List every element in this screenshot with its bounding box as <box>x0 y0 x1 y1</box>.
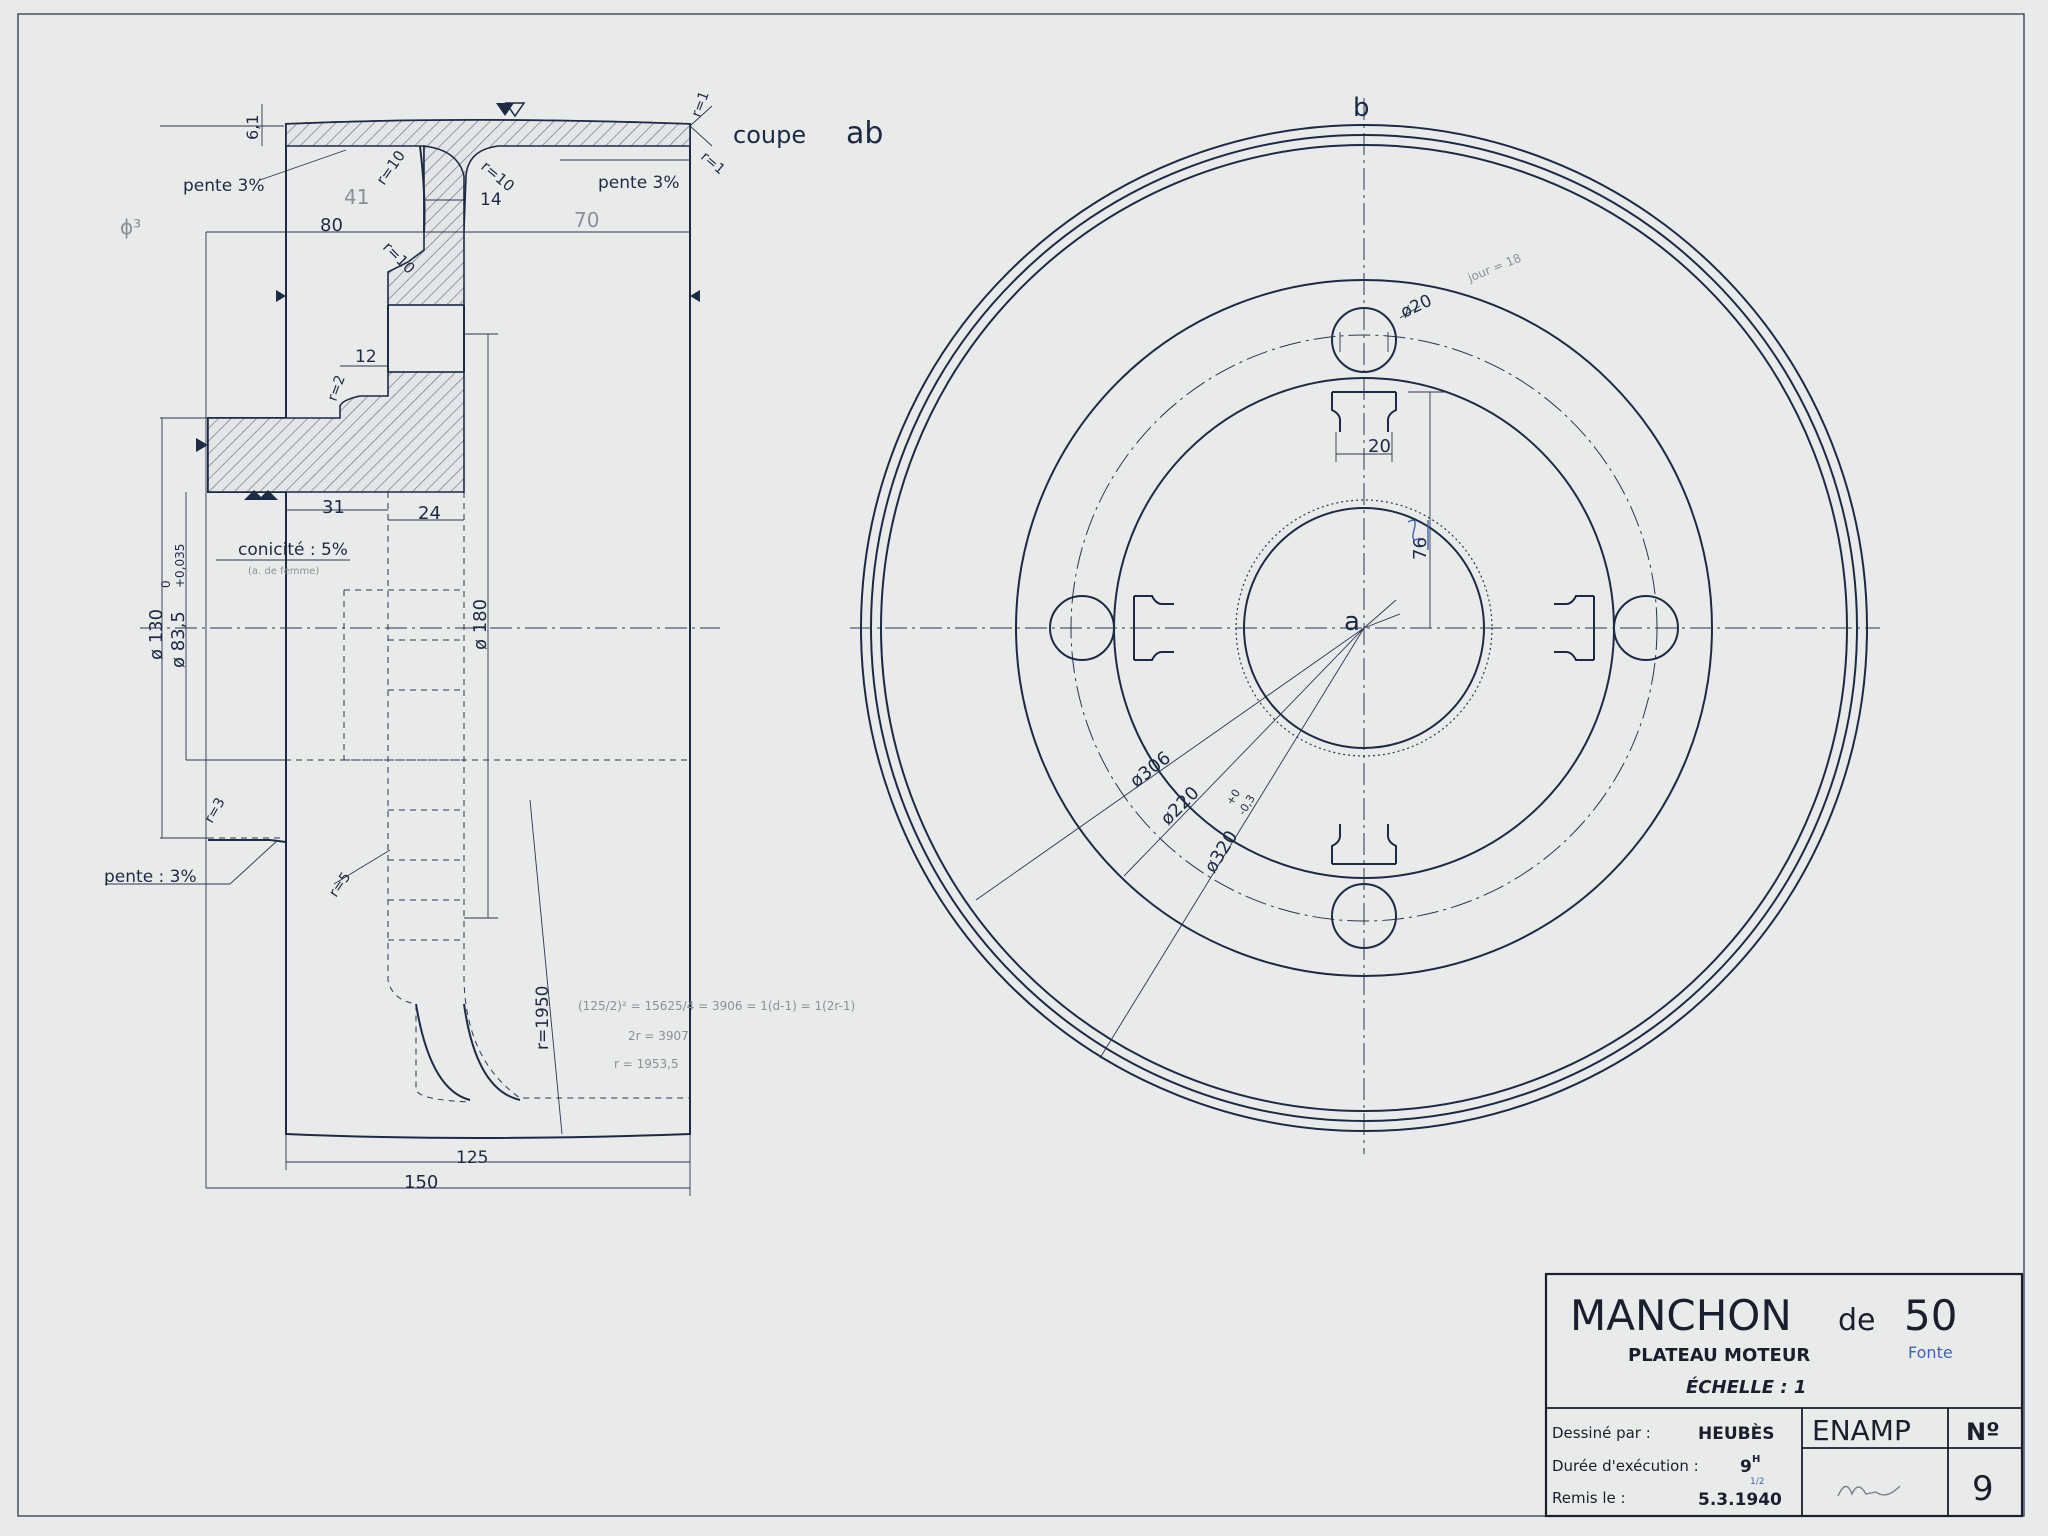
dim-150: 150 <box>404 1172 438 1193</box>
remis-value: 5.3.1940 <box>1698 1490 1782 1510</box>
surface-mark-bore <box>244 490 278 500</box>
dim-pente-bottom: pente : 3% <box>104 867 197 887</box>
drawn-label: Dessiné par : <box>1552 1424 1651 1442</box>
pencil-calc-1: (125/2)² = 15625/4 = 3906 = 1(d-1) = 1(2… <box>578 999 855 1013</box>
bottom-fillet-right <box>463 1003 521 1101</box>
section-letters: ab <box>846 116 883 151</box>
web-fillet-left <box>419 145 426 233</box>
dim-top-thickness: 6,1 <box>243 115 262 140</box>
front-76: 76 <box>1410 537 1431 560</box>
duration-value: 9 <box>1740 1457 1752 1477</box>
dim-phi835: ø 83,5 <box>168 611 189 668</box>
rim-hatch <box>285 119 691 231</box>
duration-frac: 1/2 <box>1750 1477 1764 1487</box>
duration-label: Durée d'exécution : <box>1552 1457 1699 1475</box>
dim-conicite-note: (a. de femme) <box>248 566 319 577</box>
school-name: ENAMP <box>1812 1414 1911 1447</box>
duration-unit: H <box>1752 1454 1760 1465</box>
front-view: b a ø20 jour = 18 20 76 ø306 ø220 ø320 +… <box>850 93 1880 1154</box>
dim-12: 12 <box>355 347 377 367</box>
lower-step <box>208 839 287 843</box>
number-label: Nº <box>1966 1418 2000 1446</box>
surface-mark-right <box>690 290 700 302</box>
front-label-a: a <box>1344 607 1360 637</box>
dim-24: 24 <box>418 503 441 524</box>
bottom-fillet-left <box>415 1003 471 1101</box>
sheet-border <box>17 13 2025 1517</box>
hub-hatch <box>207 371 465 493</box>
title-block: MANCHON de 50 PLATEAU MOTEUR Fonte ÉCHEL… <box>1544 1272 2024 1518</box>
material: Fonte <box>1908 1343 1953 1362</box>
dim-phi180: ø 180 <box>470 599 491 650</box>
grading-signature <box>1837 1485 1901 1497</box>
title-block-frame <box>1544 1272 2024 1518</box>
dim-41: 41 <box>344 185 369 209</box>
pencil-calc-3: r = 1953,5 <box>614 1057 679 1071</box>
surface-mark-top <box>496 103 514 116</box>
dim-tol: +0,035 <box>173 544 187 588</box>
dim-70: 70 <box>574 208 599 232</box>
section-label: coupe <box>733 121 806 149</box>
dim-31: 31 <box>322 497 345 518</box>
surface-mark-left <box>276 290 286 302</box>
front-w20: 20 <box>1368 436 1391 457</box>
dim-125: 125 <box>456 1148 488 1168</box>
subtitle: PLATEAU MOTEUR <box>1628 1345 1810 1366</box>
dimension-lines <box>105 104 713 1196</box>
dim-80: 80 <box>320 215 343 236</box>
notch-bottom <box>1331 824 1397 865</box>
dim-tol0: 0 <box>159 580 173 588</box>
pencil-calc-2: 2r = 3907 <box>628 1029 689 1043</box>
hidden-steps <box>388 639 464 941</box>
dim-pente-left: pente 3% <box>183 176 265 196</box>
dim-14: 14 <box>480 190 502 210</box>
surface-mark-hub <box>196 438 208 452</box>
dim-r1950: r=1950 <box>533 986 553 1051</box>
remis-label: Remis le : <box>1552 1489 1626 1507</box>
web-hatch <box>387 145 465 306</box>
front-label-b: b <box>1353 93 1370 123</box>
surface-mark-top-2 <box>504 102 526 118</box>
dim-phi130: ø 130 <box>146 609 167 660</box>
pencil-phi-note: ϕ³ <box>120 215 141 239</box>
dim-conicite: conicité : 5% <box>238 540 348 560</box>
blue-correction-mark <box>1407 519 1429 550</box>
title-main: MANCHON <box>1570 1291 1792 1340</box>
hidden-web-left <box>387 492 471 1103</box>
drawn-value: HEUBÈS <box>1698 1422 1774 1444</box>
title-de: de <box>1838 1303 1876 1338</box>
front-dimension-lines <box>975 305 1444 1059</box>
number-value: 9 <box>1972 1469 1994 1509</box>
dim-pente-right: pente 3% <box>598 173 680 193</box>
title-num: 50 <box>1904 1291 1957 1340</box>
scale: ÉCHELLE : 1 <box>1686 1376 1806 1398</box>
hidden-web-right <box>463 492 690 1099</box>
